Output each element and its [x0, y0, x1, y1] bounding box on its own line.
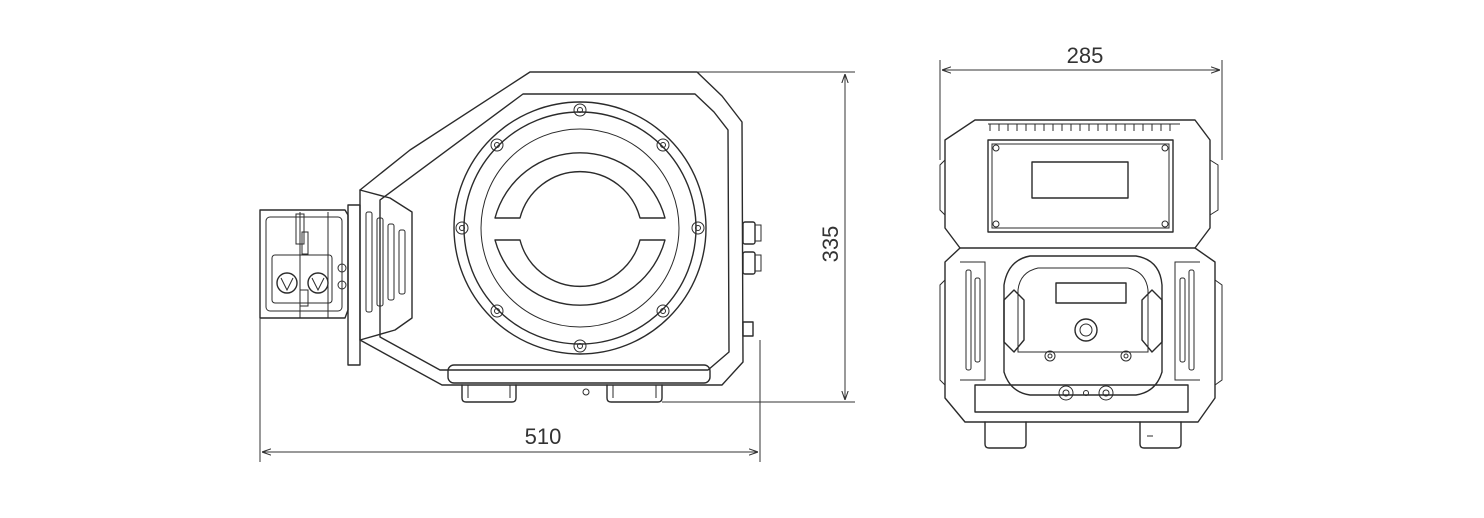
- front-view: [939, 119, 1223, 449]
- side-vent-slots: [365, 211, 406, 313]
- dimension-height-side: [530, 71, 855, 403]
- front-bottom-panel: [974, 384, 1189, 413]
- front-display-window: [1031, 161, 1129, 199]
- dimension-label-height-side: 335: [818, 226, 843, 263]
- front-display-box: [987, 139, 1174, 233]
- dimension-label-width-side: 510: [525, 424, 562, 449]
- front-grille-right: [1174, 261, 1200, 381]
- front-grille-left: [960, 261, 986, 381]
- side-body-outline: [359, 71, 744, 386]
- side-body-inner: [379, 93, 730, 371]
- side-base-strip: [447, 364, 711, 384]
- side-pump-head: [259, 204, 361, 366]
- front-pump-head: [1003, 255, 1163, 401]
- front-foot-right: [1139, 421, 1182, 449]
- side-view: [259, 71, 762, 403]
- side-connectors: [742, 221, 762, 337]
- front-top-cabinet: [944, 119, 1211, 249]
- side-cover-bolts: [455, 103, 705, 353]
- dimension-width-front: [939, 60, 1223, 160]
- dimension-label-width-front: 285: [1067, 43, 1104, 68]
- front-foot-left: [984, 421, 1027, 449]
- front-lower-body: [944, 247, 1216, 423]
- front-fin-ticks: [989, 124, 1171, 131]
- side-foot-right: [606, 384, 663, 403]
- side-round-cover: [453, 101, 707, 355]
- side-foot-left: [461, 384, 517, 403]
- front-pump-display: [1055, 282, 1127, 304]
- side-vent-panel: [359, 189, 413, 341]
- dimension-width-side: [259, 318, 761, 462]
